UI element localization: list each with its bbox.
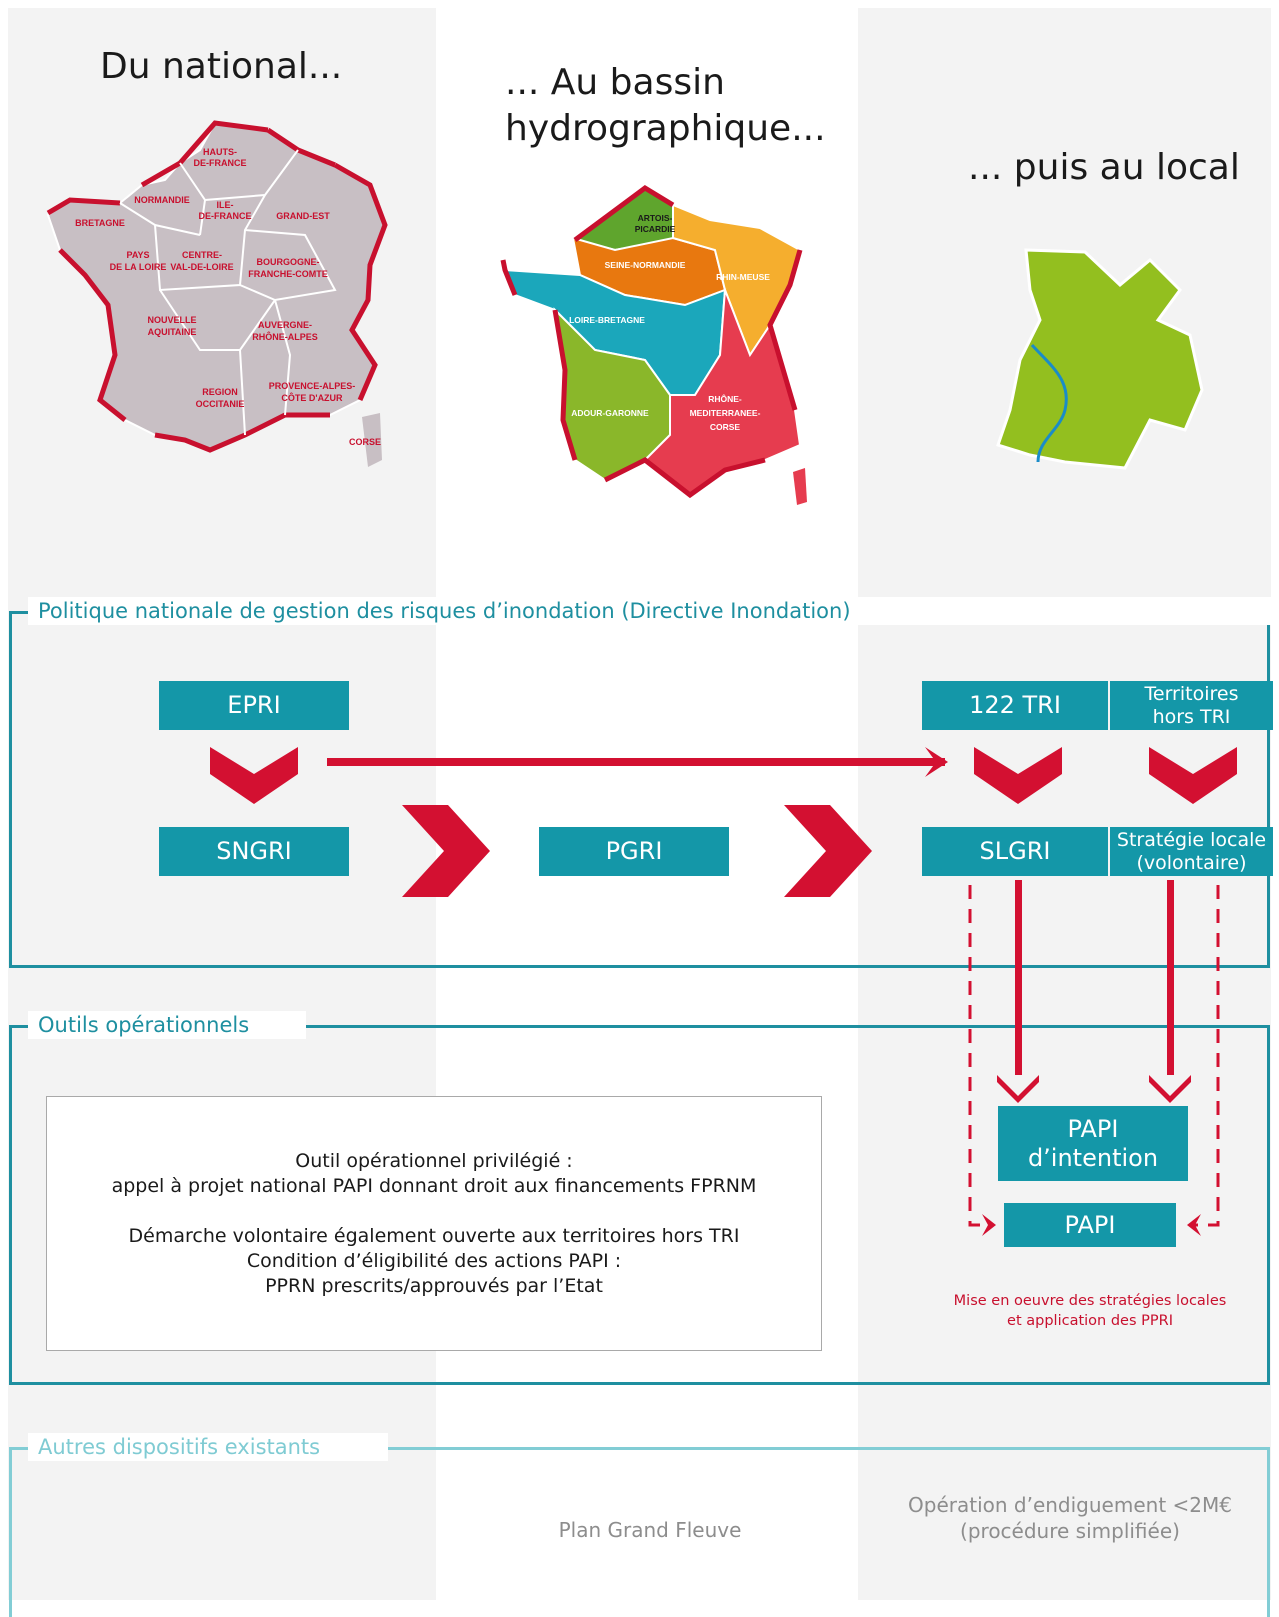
note-line: et application des PPRI bbox=[1007, 1313, 1173, 1329]
info-line: Condition d’éligibilité des actions PAPI… bbox=[246, 1249, 622, 1272]
region-label: AUVERGNE- bbox=[258, 320, 312, 330]
coast-channel bbox=[140, 120, 269, 188]
papi-intention-line2: d’intention bbox=[1027, 1143, 1159, 1172]
pgri-box: PGRI bbox=[539, 827, 729, 876]
region-label: OCCITANIE bbox=[196, 399, 245, 409]
region-label: DE-FRANCE bbox=[199, 211, 252, 221]
france-regions-map: HAUTS- DE-FRANCE NORMANDIE ILE- DE-FRANC… bbox=[46, 120, 388, 467]
outils-frame bbox=[9, 1025, 1270, 1385]
mise-en-oeuvre-note: Mise en oeuvre des stratégies locales et… bbox=[920, 1291, 1260, 1331]
slgri-box: SLGRI bbox=[922, 827, 1108, 876]
region-label: NOUVELLE bbox=[147, 315, 196, 325]
outil-info-box: Outil opérationnel privilégié : appel à … bbox=[46, 1096, 822, 1351]
papi-label: PAPI bbox=[1064, 1210, 1116, 1239]
operation-line2: (procédure simplifiée) bbox=[960, 1519, 1180, 1543]
pgri-label: PGRI bbox=[605, 837, 663, 866]
sngri-label: SNGRI bbox=[216, 837, 292, 866]
heading-bassin: ... Au bassin hydrographique... bbox=[505, 60, 826, 152]
corse-shape bbox=[362, 413, 382, 467]
region-label: ILE- bbox=[217, 200, 234, 210]
region-label: BOURGOGNE- bbox=[257, 257, 320, 267]
basin-label: ARTOIS- bbox=[638, 213, 673, 223]
heading-local: ... puis au local bbox=[968, 147, 1240, 188]
region-label: AQUITAINE bbox=[148, 327, 197, 337]
note-line: Mise en oeuvre des stratégies locales bbox=[953, 1293, 1227, 1309]
region-label: RHÔNE-ALPES bbox=[252, 331, 318, 342]
region-borders bbox=[119, 149, 337, 436]
basin-label: LOIRE-BRETAGNE bbox=[569, 315, 645, 325]
region-label: GRAND-EST bbox=[276, 211, 330, 221]
basin-label: PICARDIE bbox=[635, 224, 676, 234]
region-label: VAL-DE-LOIRE bbox=[170, 262, 233, 272]
basin-label: RHIN-MEUSE bbox=[716, 272, 770, 282]
politique-section-title: Politique nationale de gestion des risqu… bbox=[28, 597, 1272, 625]
coast-brittany-north bbox=[46, 197, 121, 216]
politique-frame bbox=[9, 611, 1270, 968]
region-label: PAYS bbox=[126, 250, 149, 260]
sngri-box: SNGRI bbox=[159, 827, 349, 876]
autres-frame bbox=[9, 1447, 1270, 1617]
autres-section-title: Autres dispositifs existants bbox=[28, 1433, 388, 1461]
region-label: REGION bbox=[202, 387, 238, 397]
slgri-label: SLGRI bbox=[979, 837, 1051, 866]
region-label: NORMANDIE bbox=[134, 195, 190, 205]
papi-intention-line1: PAPI bbox=[1067, 1114, 1119, 1143]
epri-label: EPRI bbox=[227, 691, 281, 720]
basin-label: RHÔNE- bbox=[708, 393, 742, 404]
basin-label: ADOUR-GARONNE bbox=[571, 408, 649, 418]
info-line: PPRN prescrits/approuvés par l’Etat bbox=[265, 1274, 603, 1297]
region-label: HAUTS- bbox=[203, 147, 237, 157]
region-label: DE-FRANCE bbox=[194, 158, 247, 168]
coast-atlantic bbox=[58, 248, 127, 422]
hors-tri-box: Territoires hors TRI bbox=[1110, 681, 1273, 730]
local-territory-map bbox=[996, 248, 1204, 470]
region-label: BRETAGNE bbox=[75, 218, 125, 228]
heading-national: Du national... bbox=[100, 46, 343, 87]
region-label: FRANCHE-COMTE bbox=[248, 269, 328, 279]
basin-borders-red bbox=[500, 184, 803, 499]
hors-tri-line2: hors TRI bbox=[1152, 705, 1231, 728]
hors-tri-line1: Territoires bbox=[1144, 682, 1239, 705]
heading-bassin-line1: ... Au bassin bbox=[505, 62, 725, 103]
france-basins-map: ARTOIS- PICARDIE SEINE-NORMANDIE RHIN-ME… bbox=[500, 184, 807, 505]
outils-section-title: Outils opérationnels bbox=[28, 1011, 306, 1039]
plan-grand-fleuve-label: Plan Grand Fleuve bbox=[558, 1518, 742, 1542]
tri-box: 122 TRI bbox=[922, 681, 1108, 730]
basin-label: MEDITERRANEE- bbox=[690, 408, 761, 418]
papi-intention-box: PAPI d’intention bbox=[998, 1106, 1188, 1181]
region-label: DE LA LOIRE bbox=[110, 262, 167, 272]
basin-label: SEINE-NORMANDIE bbox=[605, 260, 686, 270]
region-label: CORSE bbox=[349, 437, 381, 447]
heading-bassin-line2: hydrographique... bbox=[505, 108, 826, 149]
coast-mediterranean bbox=[154, 412, 330, 453]
strategie-locale-line2: (volontaire) bbox=[1136, 851, 1247, 874]
operation-line1: Opération d’endiguement <2M€ bbox=[908, 1493, 1232, 1517]
border-east bbox=[333, 162, 388, 401]
region-label: CÔTE D'AZUR bbox=[281, 392, 343, 403]
river-line bbox=[1030, 343, 1068, 463]
epri-box: EPRI bbox=[159, 681, 349, 730]
region-label: PROVENCE-ALPES- bbox=[269, 381, 356, 391]
info-line: Démarche volontaire également ouverte au… bbox=[128, 1224, 740, 1247]
strategie-locale-line1: Stratégie locale bbox=[1116, 828, 1267, 851]
basin-label: CORSE bbox=[710, 422, 741, 432]
basin-corse-island bbox=[793, 468, 807, 505]
papi-box: PAPI bbox=[1004, 1203, 1176, 1247]
info-line: Outil opérationnel privilégié : bbox=[295, 1149, 573, 1172]
local-territory-shape bbox=[996, 248, 1204, 470]
operation-endiguement-label: Opération d’endiguement <2M€ (procédure … bbox=[880, 1492, 1260, 1544]
region-label: CENTRE- bbox=[182, 250, 222, 260]
info-line: appel à projet national PAPI donnant dro… bbox=[111, 1174, 757, 1197]
strategie-locale-box: Stratégie locale (volontaire) bbox=[1110, 827, 1273, 876]
tri-label: 122 TRI bbox=[969, 691, 1061, 720]
